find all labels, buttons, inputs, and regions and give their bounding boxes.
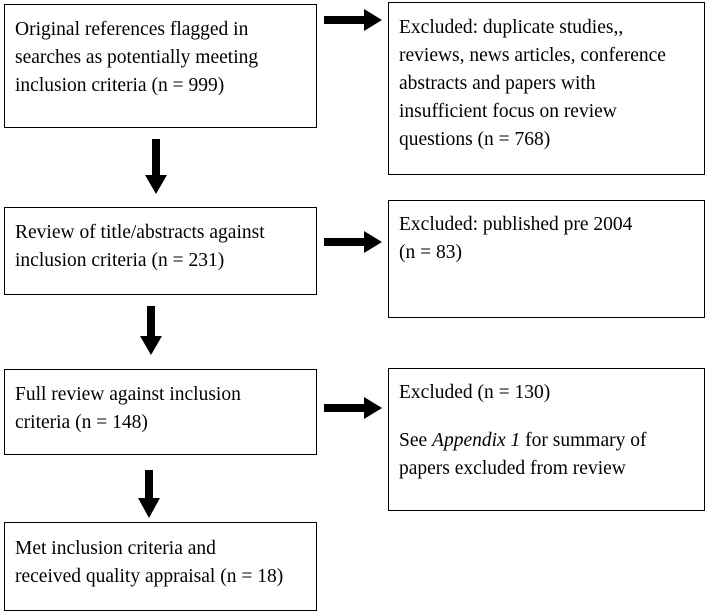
box-text-line: inclusion criteria (n = 999) bbox=[15, 75, 225, 96]
box-text-line: Excluded: duplicate studies,, bbox=[399, 17, 624, 38]
arrow-right-icon bbox=[324, 9, 382, 31]
box-excluded-duplicates: Excluded: duplicate studies,, reviews, n… bbox=[388, 2, 705, 175]
box-text-line: papers excluded from review bbox=[399, 458, 626, 479]
box-original-references: Original references flagged in searches … bbox=[4, 4, 317, 128]
box-text-line: Original references flagged in bbox=[15, 19, 249, 40]
arrow-down-icon bbox=[138, 470, 160, 518]
box-title-abstract-review: Review of title/abstracts against inclus… bbox=[4, 207, 317, 295]
box-text-line: Excluded (n = 130) bbox=[399, 382, 551, 403]
box-text-line: received quality appraisal (n = 18) bbox=[15, 566, 284, 587]
box-text-line: Review of title/abstracts against bbox=[15, 222, 265, 243]
box-text-line: reviews, news articles, conference bbox=[399, 45, 666, 66]
box-met-inclusion: Met inclusion criteria and received qual… bbox=[4, 522, 317, 611]
box-text-line: Met inclusion criteria and bbox=[15, 538, 216, 559]
appendix-reference: Appendix 1 bbox=[432, 430, 521, 451]
box-text-line: searches as potentially meeting bbox=[15, 47, 259, 68]
box-full-review: Full review against inclusion criteria (… bbox=[4, 369, 317, 455]
box-text-line: inclusion criteria (n = 231) bbox=[15, 250, 225, 271]
see-suffix: for summary of bbox=[520, 430, 647, 451]
box-text-line: questions (n = 768) bbox=[399, 129, 551, 150]
arrow-down-icon bbox=[145, 139, 167, 194]
box-excluded-full-review: Excluded (n = 130) See Appendix 1 for su… bbox=[388, 368, 705, 511]
box-text-line: Excluded: published pre 2004 bbox=[399, 214, 633, 235]
box-text-line: abstracts and papers with bbox=[399, 73, 596, 94]
box-text-line: Full review against inclusion bbox=[15, 384, 241, 405]
arrow-right-icon bbox=[324, 397, 382, 419]
box-text-line: See Appendix 1 for summary of bbox=[399, 427, 694, 455]
box-text-line: (n = 83) bbox=[399, 242, 462, 263]
arrow-right-icon bbox=[324, 231, 382, 253]
see-prefix: See bbox=[399, 430, 433, 451]
box-text-line: criteria (n = 148) bbox=[15, 412, 148, 433]
box-excluded-pre-2004: Excluded: published pre 2004 (n = 83) bbox=[388, 200, 705, 318]
arrow-down-icon bbox=[140, 306, 162, 355]
spacer bbox=[399, 407, 694, 427]
box-text-line: insufficient focus on review bbox=[399, 101, 617, 122]
